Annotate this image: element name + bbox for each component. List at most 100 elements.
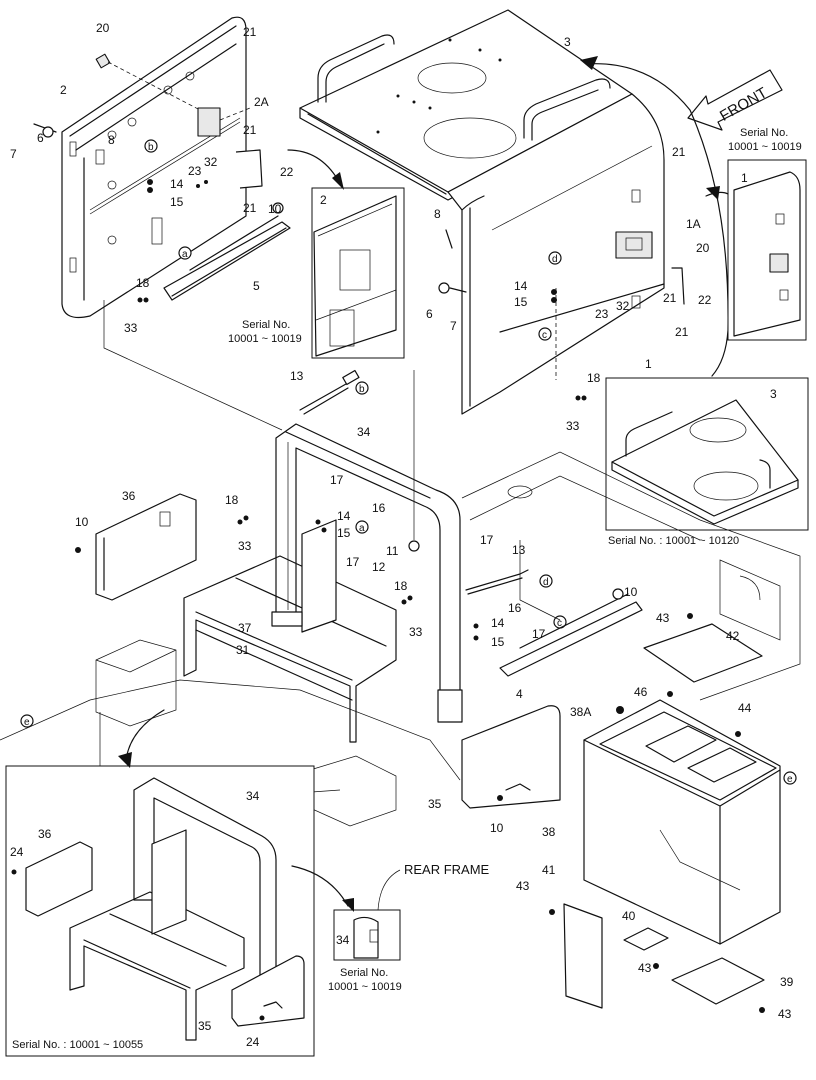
part-label: 1 [645,357,652,371]
part-label: 10 [268,202,282,216]
part-label: 6 [426,307,433,321]
part-label: 3 [770,387,777,401]
part-label: 43 [656,611,670,625]
part-label: 15 [514,295,528,309]
part-label: 34 [246,789,260,803]
part-label: 36 [38,827,52,841]
part-label: 24 [10,845,24,859]
part-label: 32 [616,299,630,313]
part-label: 42 [726,629,740,643]
part-label: 3 [564,35,571,49]
part-label: 10 [490,821,504,835]
part-number-labels: 20 21 2 2A 7 6 8 21 32 23 22 14 15 21 10… [10,21,794,1049]
part-label: 14 [337,509,351,523]
part-label: 21 [243,201,257,215]
serial-caption: 10001 ~ 10019 [728,141,802,153]
bracket-4 [499,588,643,677]
part-label: 17 [346,555,360,569]
callout-c: c [542,330,547,341]
part-label: 46 [634,685,648,699]
serial-caption: 10001 ~ 10019 [328,981,402,993]
part-label: 8 [108,133,115,147]
rear-frame-label: REAR FRAME [404,862,490,877]
side-cover-panel-2 [61,16,251,319]
part-label: 18 [225,493,239,507]
part-label: 15 [491,635,505,649]
part-label: 10 [624,585,638,599]
part-label: 11 [386,544,399,558]
part-label: 12 [372,560,386,574]
part-label: 20 [96,21,110,35]
callout-letters-cover: a b [144,139,192,260]
plate-36 [75,493,197,601]
part-label: 17 [330,473,344,487]
part-label: 2A [254,95,269,109]
part-label: 2 [320,193,327,207]
part-label: 6 [37,131,44,145]
inset-serial-bottom-left [5,709,315,1057]
part-label: 33 [124,321,138,335]
part-label: 1A [686,217,701,231]
part-label: 21 [243,123,257,137]
part-label: 43 [638,961,652,975]
main-frame-34 [183,423,463,743]
part-label: 33 [238,539,252,553]
part-label: 18 [587,371,601,385]
callout-d: d [552,254,558,265]
part-label: 14 [170,177,184,191]
part-label: 14 [491,616,505,630]
part-label: 39 [780,975,794,989]
part-label: 16 [508,601,522,615]
serial-caption: Serial No. : 10001 ~ 10055 [12,1039,143,1051]
part-label: 34 [336,933,350,947]
inset-serial-top-right [705,159,807,341]
fasteners-group-left [33,123,263,303]
part-label: 41 [542,863,556,877]
part-label: 5 [253,279,260,293]
inset-serial-bottom-mid [291,865,401,961]
part-label: 16 [372,501,386,515]
serial-caption: Serial No. : 10001 ~ 10120 [608,535,739,547]
serial-caption: Serial No. [242,319,290,331]
part-label: 32 [204,155,218,169]
callout-e-2: e [787,774,793,785]
part-label: 10 [75,515,89,529]
part-label: 7 [10,147,17,161]
part-label: 21 [663,291,677,305]
part-label: 33 [409,625,423,639]
part-label: 13 [290,369,304,383]
callout-letters-right: d c [538,251,587,401]
part-label: 22 [698,293,712,307]
part-label: 38A [570,705,591,719]
part-label: 40 [622,909,636,923]
part-label: 21 [675,325,689,339]
cover-plates-lower [549,903,765,1013]
callout-b: b [148,142,154,153]
bracket-5 [163,202,291,301]
top-cover-3 [299,9,633,201]
part-label: 43 [516,879,530,893]
inset-serial-mid-right [605,377,809,531]
part-label: 34 [357,425,371,439]
part-label: 14 [514,279,528,293]
part-label: 8 [434,207,441,221]
serial-caption: Serial No. [740,127,788,139]
part-label: 2 [60,83,67,97]
callout-c-2: c [557,618,562,629]
part-label: 18 [394,579,408,593]
callout-b-2: b [359,384,365,395]
part-label: 21 [243,25,257,39]
part-label: 20 [696,241,710,255]
callout-e: e [24,717,30,728]
part-label: 17 [480,533,494,547]
inset-serial-left [287,149,405,359]
part-label: 18 [136,276,150,290]
part-label: 37 [238,621,252,635]
part-label: 33 [566,419,580,433]
chassis-right [461,451,801,701]
part-label: 35 [198,1019,212,1033]
part-label: 43 [778,1007,792,1021]
part-label: 36 [122,489,136,503]
box-38: e [583,613,797,945]
